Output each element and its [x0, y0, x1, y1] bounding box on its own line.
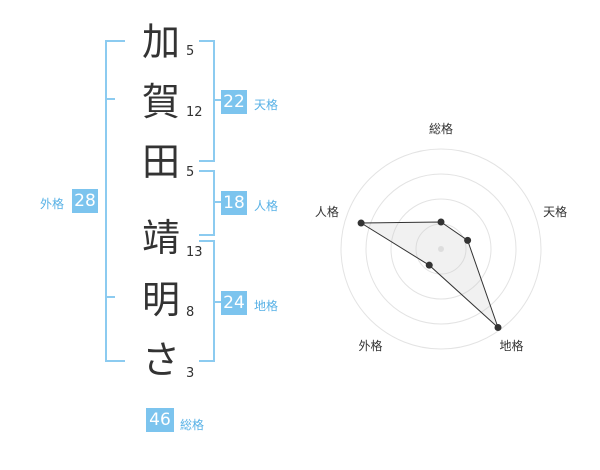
radar-point: [494, 323, 502, 331]
bracket-tick: [105, 296, 115, 298]
bracket-tick: [213, 301, 221, 303]
radar-axis-label: 人格: [315, 204, 339, 219]
radar-axis-label: 天格: [543, 204, 567, 219]
radar-axis-label: 地格: [500, 338, 524, 353]
name-char-3: 田: [141, 140, 180, 184]
radar-point: [357, 219, 365, 227]
jinkaku-badge: 18: [221, 191, 247, 215]
tenkaku-bracket: [199, 40, 215, 162]
radar-points: [357, 218, 502, 331]
stroke-count-4: 13: [186, 245, 203, 260]
bracket-tick: [213, 201, 221, 203]
name-char-1: 加: [141, 20, 180, 64]
jinkaku-bracket: [199, 170, 215, 236]
soukaku-badge: 46: [146, 408, 174, 432]
radar-ring: [365, 173, 517, 325]
jinkaku-label: 人格: [254, 199, 279, 213]
stroke-count-2: 12: [186, 105, 203, 120]
name-char-4: 靖: [141, 216, 180, 260]
gaikaku-bracket: [105, 40, 125, 362]
radar-point: [425, 261, 433, 269]
radar-area: [359, 221, 499, 328]
stroke-count-1: 5: [186, 44, 195, 59]
radar-axis-label: 総格: [429, 121, 453, 136]
stroke-count-6: 3: [186, 366, 195, 381]
gaikaku-badge: 28: [72, 189, 98, 213]
stroke-count-3: 5: [186, 165, 195, 180]
radar-point: [437, 218, 445, 226]
chikaku-label: 地格: [254, 299, 279, 313]
bracket-tick: [105, 98, 115, 100]
gaikaku-label: 外格: [40, 197, 65, 211]
radar-ring: [340, 148, 542, 350]
radar-point: [464, 236, 472, 244]
radar-ring: [390, 198, 492, 300]
stroke-count-5: 8: [186, 305, 195, 320]
bracket-tick: [213, 99, 221, 101]
radar-axis-label: 外格: [358, 338, 382, 353]
soukaku-label: 総格: [180, 418, 205, 432]
name-char-5: 明: [141, 278, 180, 322]
name-char-2: 賀: [141, 80, 180, 124]
radar-center: [438, 246, 444, 252]
tenkaku-label: 天格: [254, 98, 279, 112]
name-char-6: さ: [141, 338, 180, 382]
chikaku-badge: 24: [221, 291, 247, 315]
tenkaku-badge: 22: [221, 90, 247, 114]
